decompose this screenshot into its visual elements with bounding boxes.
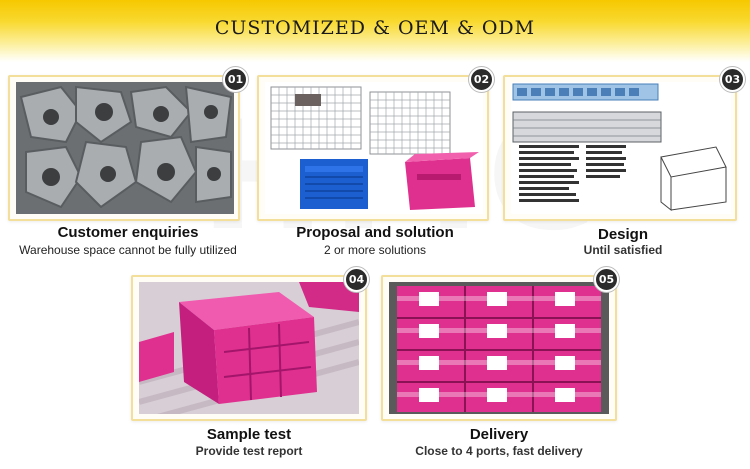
step-card-5: 05 Delivery Close to 4 ports, fast deliv…: [381, 267, 625, 465]
step-number-badge: 01: [223, 67, 248, 92]
step-card-1: 01 Customer enquiries Warehouse space ca…: [8, 67, 248, 265]
step-card-3: 03 Design Until satisfied: [503, 67, 745, 265]
pink-pallet-cage-photo: [139, 282, 359, 414]
design-drawing-photo: [511, 82, 731, 214]
step-subtitle: 2 or more solutions: [323, 243, 427, 257]
step-number-badge: 03: [720, 67, 745, 92]
step-card-2: 02 Proposal and solution 2 or more solut…: [257, 67, 494, 265]
page-title: CUSTOMIZED & OEM & ODM: [214, 17, 536, 39]
step-title: Design: [597, 226, 648, 243]
step-title: Sample test: [206, 426, 292, 443]
step-number-badge: 04: [344, 267, 369, 292]
step-subtitle: Until satisfied: [583, 243, 663, 257]
step-subtitle: Warehouse space cannot be fully utilized: [19, 243, 237, 257]
wire-mesh-containers-photo: [265, 82, 483, 214]
step-number-badge: 02: [469, 67, 494, 92]
step-subtitle: Close to 4 ports, fast delivery: [415, 444, 583, 458]
step-number-badge: 05: [594, 267, 619, 292]
step-subtitle: Provide test report: [195, 444, 303, 458]
step-title: Customer enquiries: [57, 224, 199, 241]
steel-castings-photo: [16, 82, 234, 214]
wrapped-cages-photo: [389, 282, 609, 414]
header-banner: CUSTOMIZED & OEM & ODM: [0, 0, 750, 62]
step-card-4: 04 Sample test Provide test report: [131, 267, 375, 465]
step-title: Delivery: [469, 426, 529, 443]
step-title: Proposal and solution: [296, 224, 454, 241]
